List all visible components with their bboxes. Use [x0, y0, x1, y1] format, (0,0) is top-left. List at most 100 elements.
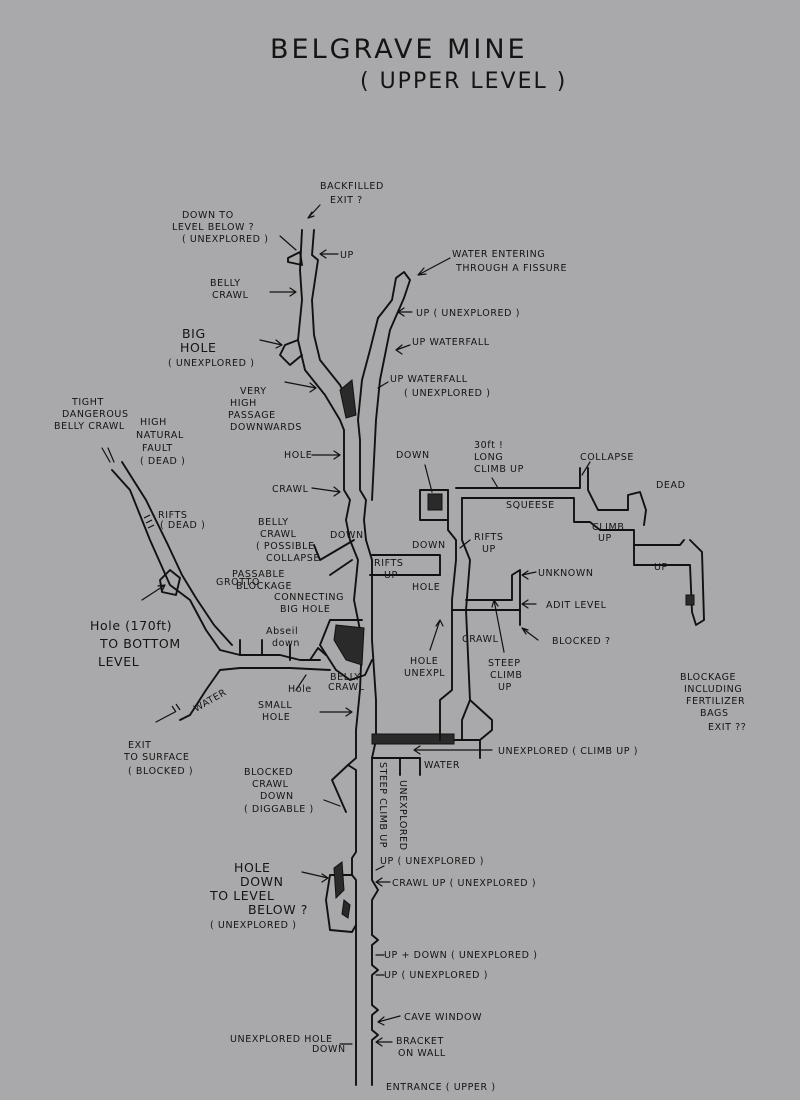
label-passage: PASSAGE [228, 410, 276, 421]
label-up-unexplored-2: UP ( UNEXPLORED ) [384, 970, 488, 981]
label-30ft: 30ft ! [474, 440, 503, 451]
label-water-bottom: WATER [424, 760, 460, 771]
label-entrance: ENTRANCE ( UPPER ) [386, 1082, 496, 1093]
rock-pillar [341, 899, 351, 919]
label-squeeze: SQUEESE [506, 500, 555, 511]
label-steep: STEEP [488, 658, 521, 669]
label-passable: PASSABLE [232, 569, 285, 580]
label-big: BIG [182, 326, 206, 341]
label-steep-climb-up: STEEP CLIMB UP [377, 762, 388, 848]
label-hole-mid: HOLE [284, 450, 312, 461]
label-bags: BAGS [700, 708, 729, 719]
label-unknown: UNKNOWN [538, 568, 594, 579]
label-up-unexplored-low: UP ( UNEXPLORED ) [380, 856, 484, 867]
label-up-small: UP [598, 533, 612, 544]
label-unexpl: UNEXPL [404, 668, 445, 679]
label-down-box: DOWN [412, 540, 446, 551]
label-downwards: DOWNWARDS [230, 422, 302, 433]
label-unexplored-vert: UNEXPLORED [397, 780, 408, 851]
rock-block [685, 594, 695, 606]
label-rifts-dead: RIFTS [158, 510, 188, 521]
rock-slab [371, 733, 455, 745]
label-crawl: CRAWL [212, 290, 249, 301]
label-collapse-2: COLLAPSE [266, 553, 320, 564]
label-rifts-up-2: UP [384, 570, 398, 581]
label-blockage-1: BLOCKAGE [680, 672, 736, 683]
label-belly: BELLY [210, 278, 241, 289]
label-grotto: GROTTO [216, 577, 260, 588]
label-backfilled-exit: EXIT ? [330, 195, 363, 206]
label-fault: FAULT [142, 443, 173, 454]
passages [111, 229, 705, 1086]
label-backfilled: BACKFILLED [320, 181, 384, 192]
label-crawl-up-unexplored: CRAWL UP ( UNEXPLORED ) [392, 878, 536, 889]
label-diggable: ( DIGGABLE ) [244, 804, 314, 815]
label-crawl-2: CRAWL [260, 529, 297, 540]
label-hole-right: HOLE [412, 582, 440, 593]
label-cave-window: CAVE WINDOW [404, 1012, 482, 1023]
label-dangerous: DANGEROUS [62, 409, 129, 420]
label-fault-dead: ( DEAD ) [140, 456, 185, 467]
label-hole-tiny: Hole [288, 684, 312, 695]
label-rifts-up: RIFTS [374, 558, 404, 569]
label-possible: ( POSSIBLE [256, 541, 315, 552]
label-hole: HOLE [180, 340, 217, 355]
label-water-entering: WATER ENTERING [452, 249, 545, 260]
label-level-below: LEVEL BELOW ? [172, 222, 254, 233]
label-adit-level: ADIT LEVEL [546, 600, 607, 611]
label-rifts-up-right-2: UP [482, 544, 496, 555]
label-to-bottom: TO BOTTOM [99, 636, 181, 651]
label-hole-unexpl: HOLE [410, 656, 438, 667]
label-climb-up: CLIMB UP [474, 464, 524, 475]
label-bracket: BRACKET [396, 1036, 444, 1047]
label-up-unexplored: UP ( UNEXPLORED ) [416, 308, 520, 319]
label-up-down-unexplored: UP + DOWN ( UNEXPLORED ) [384, 950, 538, 961]
label-including: INCLUDING [684, 684, 742, 695]
title-line-2: ( UPPER LEVEL ) [360, 69, 567, 94]
label-climb-small: CLIMB [592, 522, 624, 533]
label-unexplored-hole-down: DOWN [312, 1044, 346, 1055]
label-tight: TIGHT [71, 397, 104, 408]
label-long: LONG [474, 452, 503, 463]
label-rifts-dead-2: ( DEAD ) [160, 520, 205, 531]
label-up-waterfall-unexplored: ( UNEXPLORED ) [404, 388, 491, 399]
label-abseil: Abseil [266, 626, 298, 637]
label-steep-climb: CLIMB [490, 670, 522, 681]
label-unexplored-climb: UNEXPLORED ( CLIMB UP ) [498, 746, 638, 757]
label-to-surface: TO SURFACE [123, 752, 189, 763]
label-hole-down: HOLE [234, 860, 271, 875]
label-crawl-right: CRAWL [462, 634, 499, 645]
label-small-hole: HOLE [262, 712, 290, 723]
label-unexplored-top: ( UNEXPLORED ) [182, 234, 269, 245]
label-hole-down-unexplored: ( UNEXPLORED ) [210, 920, 297, 931]
label-down-to: DOWN TO [182, 210, 234, 221]
rock-collapse [333, 624, 365, 666]
label-up-waterfall: UP WATERFALL [412, 337, 490, 348]
rock-pillar [333, 861, 345, 900]
label-abseil-down: down [272, 638, 300, 649]
label-up-waterfall-2: UP WATERFALL [390, 374, 468, 385]
label-hole-down-2: DOWN [240, 874, 284, 889]
label-dead-right: DEAD [656, 480, 686, 491]
label-up-top: UP [340, 250, 354, 261]
label-collapse: COLLAPSE [580, 452, 634, 463]
label-blocked-q: BLOCKED ? [552, 636, 611, 647]
label-up-right: UP [654, 562, 668, 573]
label-natural: NATURAL [136, 430, 184, 441]
label-small: SMALL [258, 700, 292, 711]
label-through-fissure: THROUGH A FISSURE [455, 263, 567, 274]
label-crawl-small: CRAWL [328, 682, 365, 693]
annotation-labels: BACKFILLED EXIT ? DOWN TO LEVEL BELOW ? … [54, 181, 746, 1093]
rock-pillar [339, 379, 357, 419]
label-big-hole-conn: BIG HOLE [280, 604, 330, 615]
label-down-vert: DOWN [330, 530, 364, 541]
arrows [101, 204, 591, 1047]
label-on-wall: ON WALL [398, 1048, 446, 1059]
label-belly-2: BELLY [258, 517, 289, 528]
label-high: HIGH [230, 398, 257, 409]
label-steep-up: UP [498, 682, 512, 693]
label-hole-170ft: Hole (170ft) [90, 618, 172, 633]
label-blockage: BLOCKAGE [236, 581, 292, 592]
label-exit: EXIT [128, 740, 152, 751]
